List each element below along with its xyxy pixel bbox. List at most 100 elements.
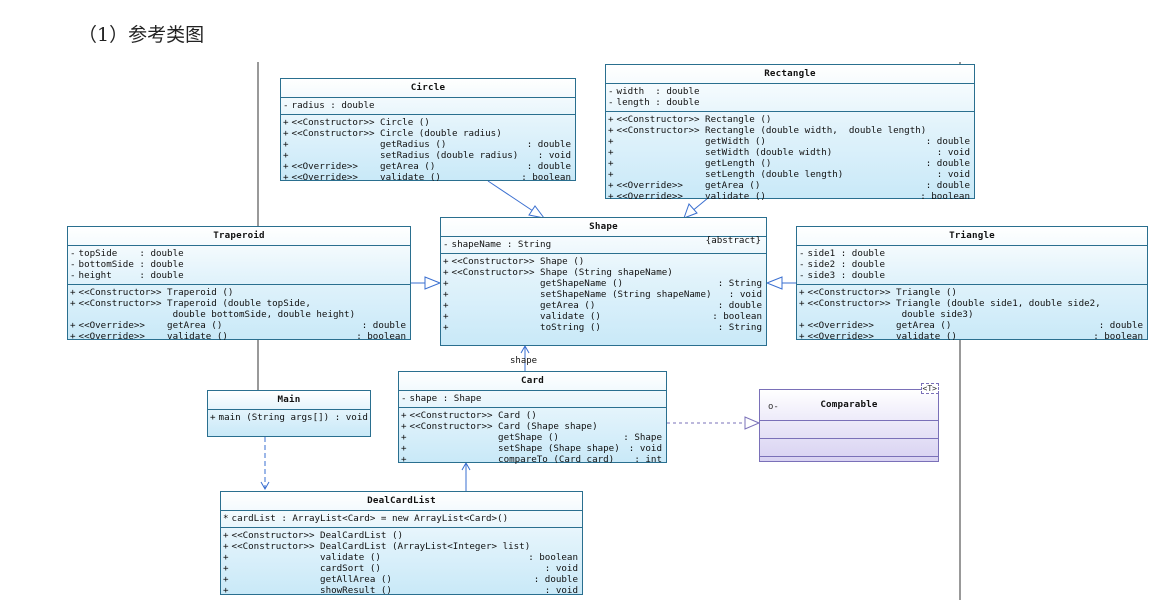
member-return-type	[970, 114, 972, 125]
visibility-marker: -	[70, 248, 76, 259]
attribute-compartment: *cardList : ArrayList<Card> = new ArrayL…	[221, 511, 582, 528]
visibility-marker: +	[799, 320, 805, 331]
operation-row: +<<Constructor>> Rectangle (double width…	[608, 125, 972, 136]
member-return-type: : Shape	[623, 432, 662, 443]
member-signature: <<Constructor>> Traperoid ()	[78, 287, 234, 298]
member-signature: getShapeName ()	[451, 278, 624, 289]
attribute-row: -length : double	[608, 97, 972, 108]
attribute-compartment: -radius : double	[281, 98, 575, 115]
member-return-type: : double	[925, 158, 970, 169]
member-return-type: : double	[361, 320, 406, 331]
class-triangle[interactable]: Triangle-side1 : double-side2 : double-s…	[796, 226, 1148, 342]
visibility-marker: +	[608, 125, 614, 136]
visibility-marker: +	[210, 412, 216, 423]
member-return-type	[368, 412, 370, 423]
member-return-type: : void	[544, 585, 578, 596]
member-signature: <<Constructor>> Triangle (double side1, …	[807, 298, 1101, 309]
class-main[interactable]: Main+main (String args[]) : void	[207, 390, 371, 437]
class-rectangle[interactable]: Rectangle-width : double-length : double…	[605, 64, 975, 202]
member-return-type	[762, 256, 764, 267]
member-signature: <<Override>> getArea ()	[616, 180, 761, 191]
attribute-row: -width : double	[608, 86, 972, 97]
member-signature: <<Constructor>> Traperoid (double topSid…	[78, 298, 311, 309]
operation-row: + validate (): boolean	[443, 311, 764, 322]
operation-row: +<<Constructor>> Traperoid (double topSi…	[70, 298, 408, 309]
member-return-type: : int	[634, 454, 662, 465]
visibility-marker: +	[283, 161, 289, 172]
operation-row: + setWidth (double width): void	[608, 147, 972, 158]
operation-row: +<<Constructor>> Shape (String shapeName…	[443, 267, 764, 278]
member-signature: <<Constructor>> Circle (double radius)	[291, 128, 502, 139]
member-signature: double side3)	[802, 309, 974, 320]
member-signature: side3 : double	[807, 270, 885, 281]
member-return-type: : double	[925, 136, 970, 147]
operation-compartment: +main (String args[]) : void	[208, 410, 370, 426]
class-shape[interactable]: Shape{abstract}-shapeName : String+<<Con…	[440, 217, 767, 346]
member-signature: <<Override>> validate ()	[291, 172, 441, 183]
member-signature: cardList : ArrayList<Card> = new ArrayLi…	[231, 513, 509, 524]
member-return-type: : double	[526, 139, 571, 150]
visibility-marker: +	[223, 585, 229, 596]
member-return-type	[571, 117, 573, 128]
member-signature: shapeName : String	[451, 239, 552, 250]
operation-row: + getShapeName (): String	[443, 278, 764, 289]
visibility-marker: +	[70, 287, 76, 298]
visibility-marker: +	[401, 421, 407, 432]
class-dealcardlist[interactable]: DealCardList*cardList : ArrayList<Card> …	[220, 491, 583, 596]
member-return-type: : String	[717, 278, 762, 289]
member-signature: height : double	[78, 270, 184, 281]
operation-row: + getAllArea (): double	[223, 574, 580, 585]
visibility-marker: +	[401, 432, 407, 443]
member-return-type: : double	[1098, 320, 1143, 331]
interface-comparable[interactable]: Comparable<T>o-	[759, 383, 939, 462]
member-return-type	[662, 410, 664, 421]
attribute-row: -height : double	[70, 270, 408, 281]
heading: （1）参考类图	[78, 24, 205, 46]
member-return-type	[1143, 270, 1145, 281]
attribute-row: -bottomSide : double	[70, 259, 408, 270]
member-signature: <<Constructor>> DealCardList (ArrayList<…	[231, 541, 531, 552]
attribute-compartment: -shapeName : String	[441, 237, 766, 254]
attribute-row: -side3 : double	[799, 270, 1145, 281]
member-signature: setWidth (double width)	[616, 147, 833, 158]
visibility-marker: +	[608, 136, 614, 147]
class-traperoid[interactable]: Traperoid-topSide : double-bottomSide : …	[67, 226, 411, 342]
member-signature: <<Override>> validate ()	[807, 331, 957, 342]
visibility-marker: +	[283, 172, 289, 183]
member-return-type	[970, 86, 972, 97]
member-signature: toString ()	[451, 322, 601, 333]
member-return-type	[571, 100, 573, 111]
member-signature: cardSort ()	[231, 563, 381, 574]
attribute-row: -side2 : double	[799, 259, 1145, 270]
arrowhead-card-shape	[520, 344, 530, 354]
member-signature: compareTo (Card card)	[409, 454, 615, 465]
attribute-compartment: -side1 : double-side2 : double-side3 : d…	[797, 246, 1147, 285]
member-return-type	[1143, 298, 1145, 309]
member-signature: double bottomSide, double height)	[73, 309, 356, 320]
member-signature: bottomSide : double	[78, 259, 184, 270]
visibility-marker: +	[70, 320, 76, 331]
attribute-row: -shapeName : String	[443, 239, 764, 250]
operation-row: +<<Constructor>> DealCardList (ArrayList…	[223, 541, 580, 552]
member-return-type	[578, 513, 580, 524]
visibility-marker: -	[799, 248, 805, 259]
member-return-type	[406, 259, 408, 270]
operation-row: + showResult (): void	[223, 585, 580, 596]
visibility-marker: +	[608, 180, 614, 191]
class-card[interactable]: Card-shape : Shape+<<Constructor>> Card …	[398, 371, 667, 465]
member-return-type: : void	[544, 563, 578, 574]
operation-compartment: +<<Constructor>> Card ()+<<Constructor>>…	[399, 408, 666, 468]
member-signature: side2 : double	[807, 259, 885, 270]
operation-row: double bottomSide, double height)	[70, 309, 408, 320]
class-circle[interactable]: Circle-radius : double+<<Constructor>> C…	[280, 78, 576, 183]
arrowhead-card-comparable	[744, 416, 761, 430]
visibility-marker: +	[799, 331, 805, 342]
visibility-marker: +	[283, 117, 289, 128]
visibility-marker: +	[283, 150, 289, 161]
visibility-marker: +	[443, 267, 449, 278]
operation-row: +<<Constructor>> Circle ()	[283, 117, 573, 128]
stereotype-label: {abstract}	[705, 235, 761, 246]
visibility-marker: +	[799, 287, 805, 298]
member-signature: getRadius ()	[291, 139, 447, 150]
arrowhead-main-dealcardlist	[260, 481, 270, 491]
